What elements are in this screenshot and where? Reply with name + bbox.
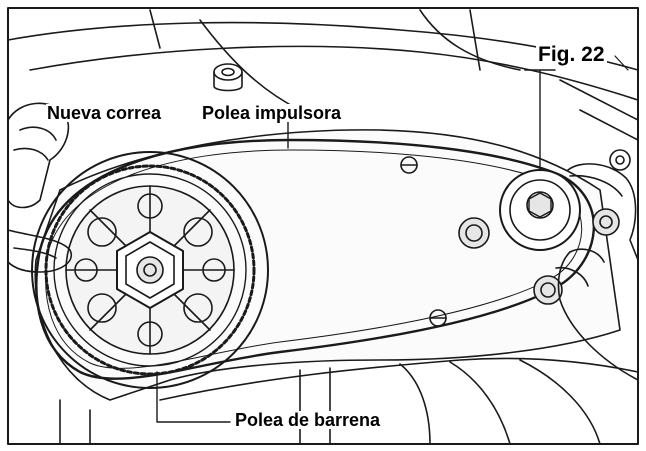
cover-bolts [458,149,631,305]
boss-post [213,63,243,81]
figure-border [7,7,639,445]
auger-pulley [31,151,269,389]
lower-housing [159,357,639,401]
drive-pulley [499,69,581,251]
leader-fig [614,55,629,71]
right-hand [557,163,639,381]
cover-screws [400,156,447,327]
leader-auger-pulley [156,371,231,423]
left-hand-bottom [7,229,73,273]
label-new-belt: Nueva correa [46,103,163,123]
label-drive-pulley: Polea impulsora [201,103,343,123]
label-auger-pulley: Polea de barrena [233,410,383,430]
figure-number: Fig. 22 [536,43,607,66]
housing-inner-edge [29,45,639,101]
left-hand-top [7,102,70,209]
